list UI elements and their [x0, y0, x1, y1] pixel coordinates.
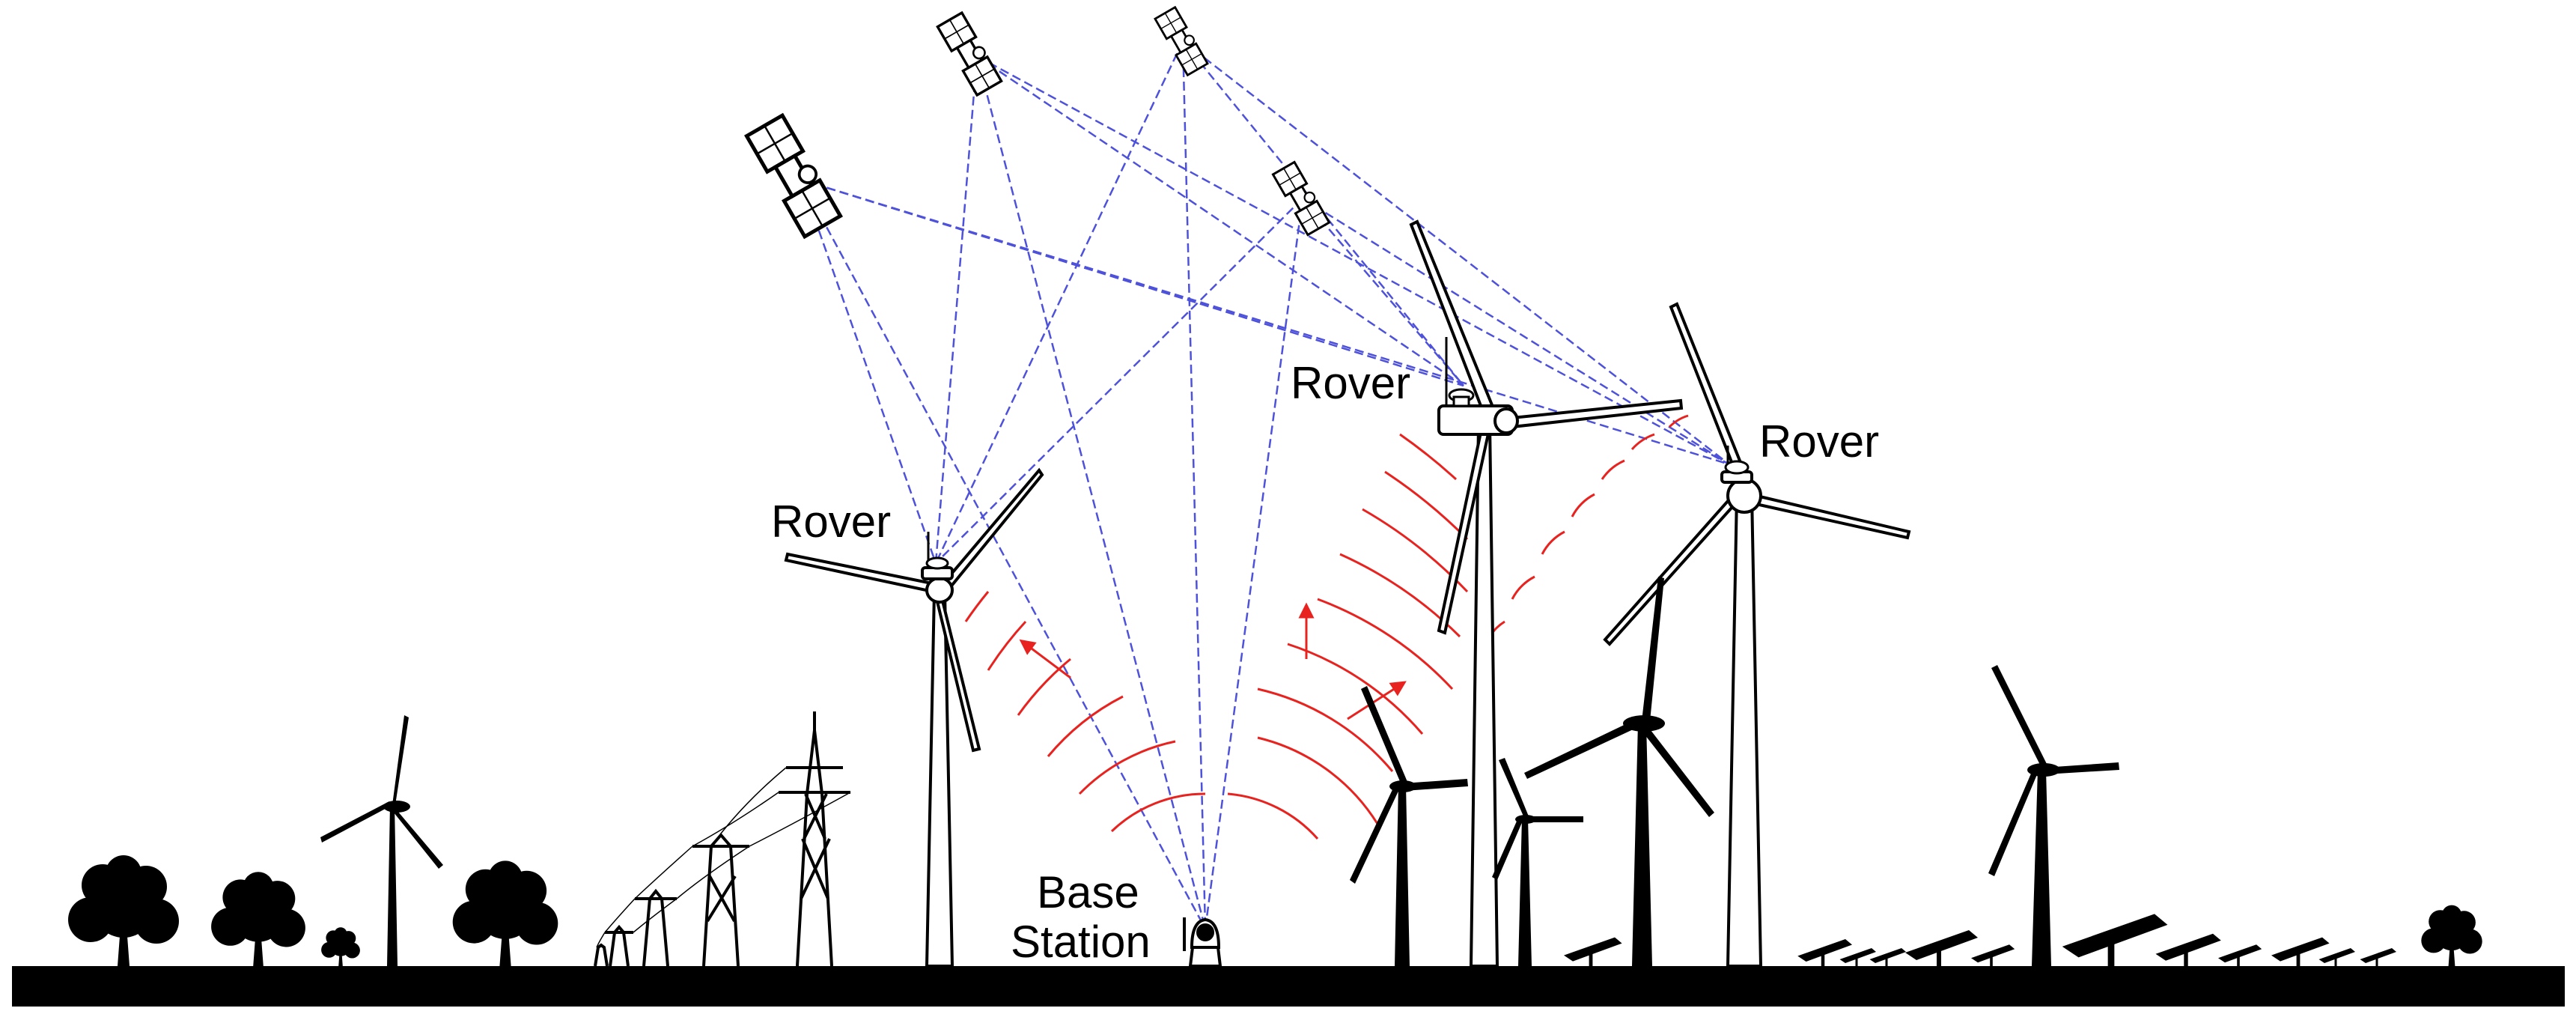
solar-panel-icon [2359, 947, 2398, 968]
wind-turbine-icon [1524, 577, 1714, 966]
wind-turbine-icon [1409, 219, 1684, 968]
tree-icon [211, 872, 305, 966]
solar-panel-icon [1970, 943, 2016, 968]
gnss-antenna-icon [1445, 337, 1475, 407]
base-station-label-line1: Base [1037, 867, 1139, 917]
tree-icon [68, 855, 179, 966]
tree-icon [2421, 905, 2482, 966]
solar-panel-icon [2217, 943, 2263, 968]
satellite-icon [1271, 160, 1331, 237]
base-station-label-line2: Station [1011, 917, 1151, 967]
wind-turbine-icon [1492, 758, 1583, 966]
solar-panel-icon [2156, 934, 2221, 966]
solar-panel-icon [1905, 930, 1978, 966]
wind-turbine-icon [1988, 665, 2119, 966]
gnss-antenna-icon [1724, 446, 1750, 475]
power-pylon-icon [594, 711, 850, 967]
wind-turbine-icon [1603, 302, 1911, 968]
power-lines [596, 767, 851, 948]
rover-label-right: Rover [1759, 416, 1879, 467]
solar-panel-icon [2318, 947, 2357, 968]
solar-panel-icon [1564, 938, 1622, 966]
gnss-antenna-icon [925, 532, 949, 570]
solar-panel-icon [1869, 947, 1907, 968]
ground [12, 966, 2565, 1007]
solar-panel-icon [1839, 947, 1878, 968]
solar-panel-icon [2062, 914, 2168, 966]
satellite-icon [1154, 5, 1210, 76]
base-station-icon [1183, 917, 1222, 968]
tree-icon [321, 927, 360, 966]
solar-panel-icon [2271, 938, 2330, 966]
correction-signal-waves [964, 414, 1689, 840]
satellite-icon [746, 115, 841, 237]
rover-label-left: Rover [771, 497, 891, 547]
tree-icon [452, 860, 558, 966]
rover-label-middle: Rover [1291, 358, 1410, 408]
wind-turbine-icon [784, 467, 1044, 968]
wind-turbine-icon [320, 715, 443, 966]
wind-turbine-icon [1350, 686, 1468, 966]
satellite-icon [936, 10, 1003, 97]
